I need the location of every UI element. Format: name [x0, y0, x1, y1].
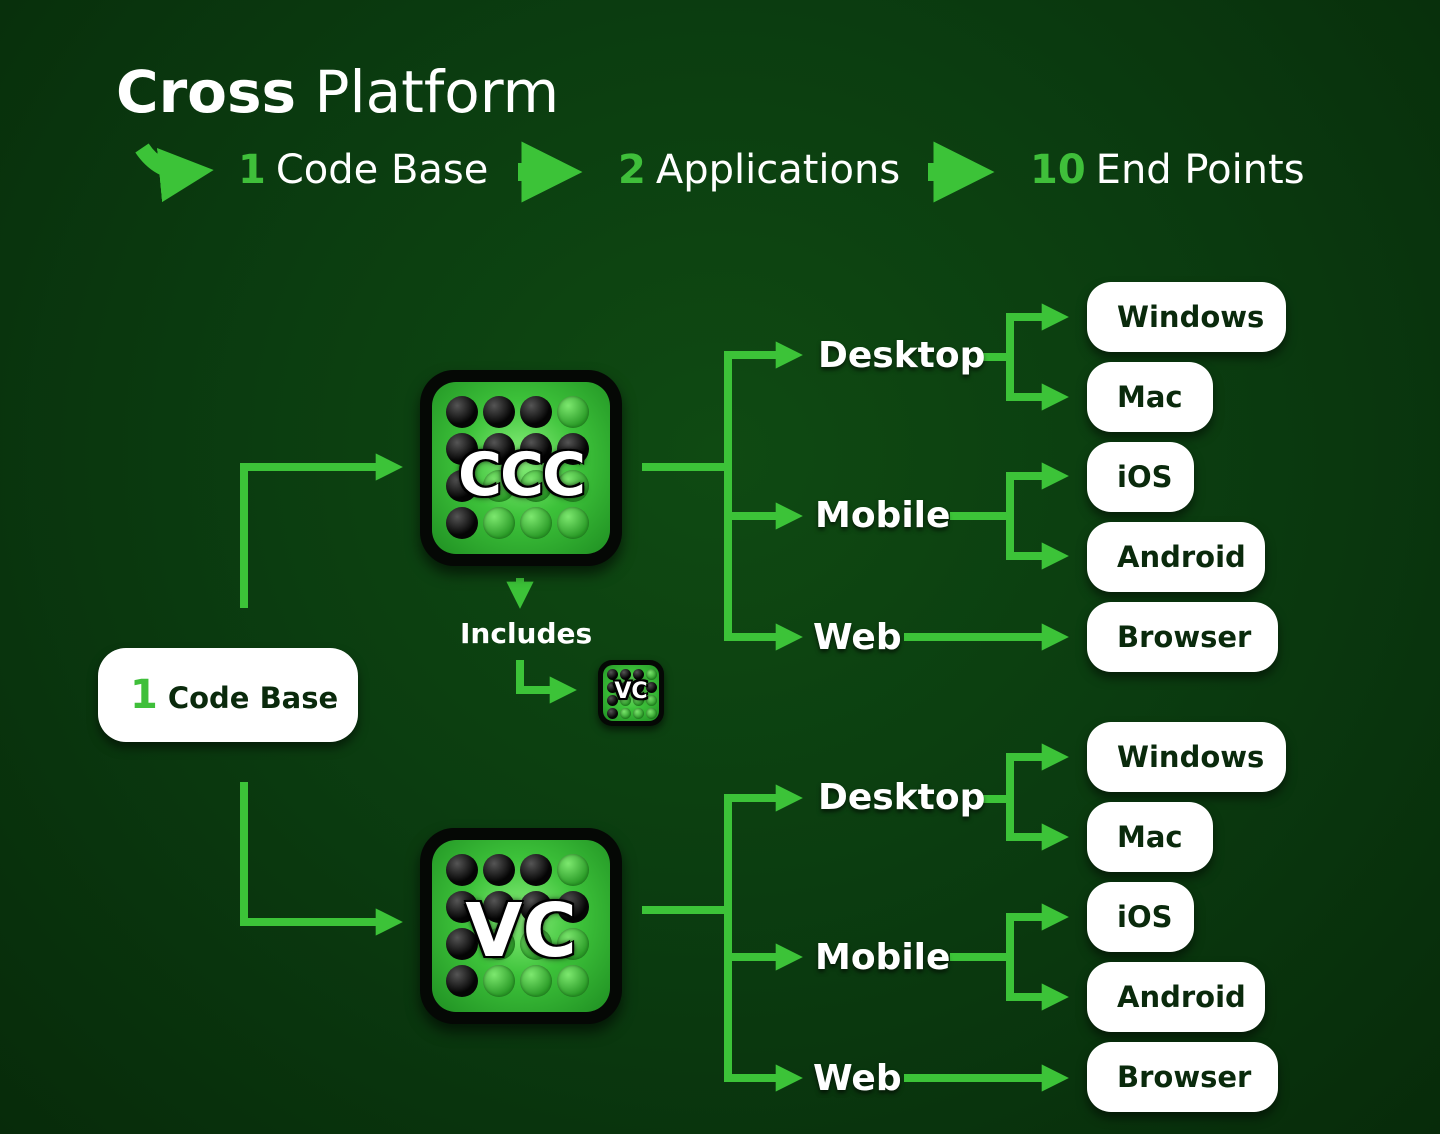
vc-dot-grid: [446, 854, 589, 997]
endpoint-ios: iOS: [1087, 442, 1194, 512]
vc-app-icon: VC: [420, 828, 622, 1024]
endpoint-browser: Browser: [1087, 602, 1278, 672]
ccc-app-label: CCC: [457, 440, 586, 510]
codebase-to-ccc-connector: [240, 453, 403, 608]
ccc-app-icon: CCC: [420, 370, 622, 566]
ccc-dot-grid: [446, 396, 589, 539]
mini-vc-label: VC: [614, 679, 648, 704]
step-number: 2: [618, 147, 646, 193]
page-title: Cross Platform: [116, 56, 559, 128]
step-number: 10: [1030, 147, 1086, 193]
category-web: Web: [813, 617, 902, 658]
includes-label: Includes: [460, 617, 593, 650]
includes-to-vc-arrow: [516, 660, 577, 704]
endpoint-windows: Windows: [1087, 722, 1286, 792]
category-mobile: Mobile: [815, 937, 951, 978]
step-label: Applications: [655, 147, 901, 193]
endpoint-browser: Browser: [1087, 1042, 1278, 1112]
vc-app-label: VC: [465, 888, 577, 974]
ccc-trunk: [642, 355, 732, 637]
code-base-number: 1: [130, 672, 158, 718]
title-bold: Cross: [116, 58, 297, 126]
endpoint-android: Android: [1087, 522, 1265, 592]
vc-trunk: [642, 798, 732, 1078]
code-base-node: 1 Code Base: [98, 648, 358, 742]
category-mobile: Mobile: [815, 495, 951, 536]
step-arrow-curved: [135, 143, 214, 203]
endpoint-android: Android: [1087, 962, 1265, 1032]
title-rest: Platform: [314, 58, 560, 126]
step-number: 1: [238, 147, 266, 193]
endpoint-mac: Mac: [1087, 362, 1213, 432]
endpoint-mac: Mac: [1087, 802, 1213, 872]
endpoint-windows: Windows: [1087, 282, 1286, 352]
category-web: Web: [813, 1058, 902, 1099]
mini-vc-icon: VC: [598, 660, 664, 726]
step-label: End Points: [1095, 147, 1305, 193]
codebase-to-vc-connector: [240, 782, 403, 936]
category-desktop: Desktop: [818, 777, 986, 818]
code-base-label: Code Base: [167, 681, 339, 715]
endpoint-ios: iOS: [1087, 882, 1194, 952]
category-desktop: Desktop: [818, 335, 986, 376]
step-label: Code Base: [275, 147, 489, 193]
